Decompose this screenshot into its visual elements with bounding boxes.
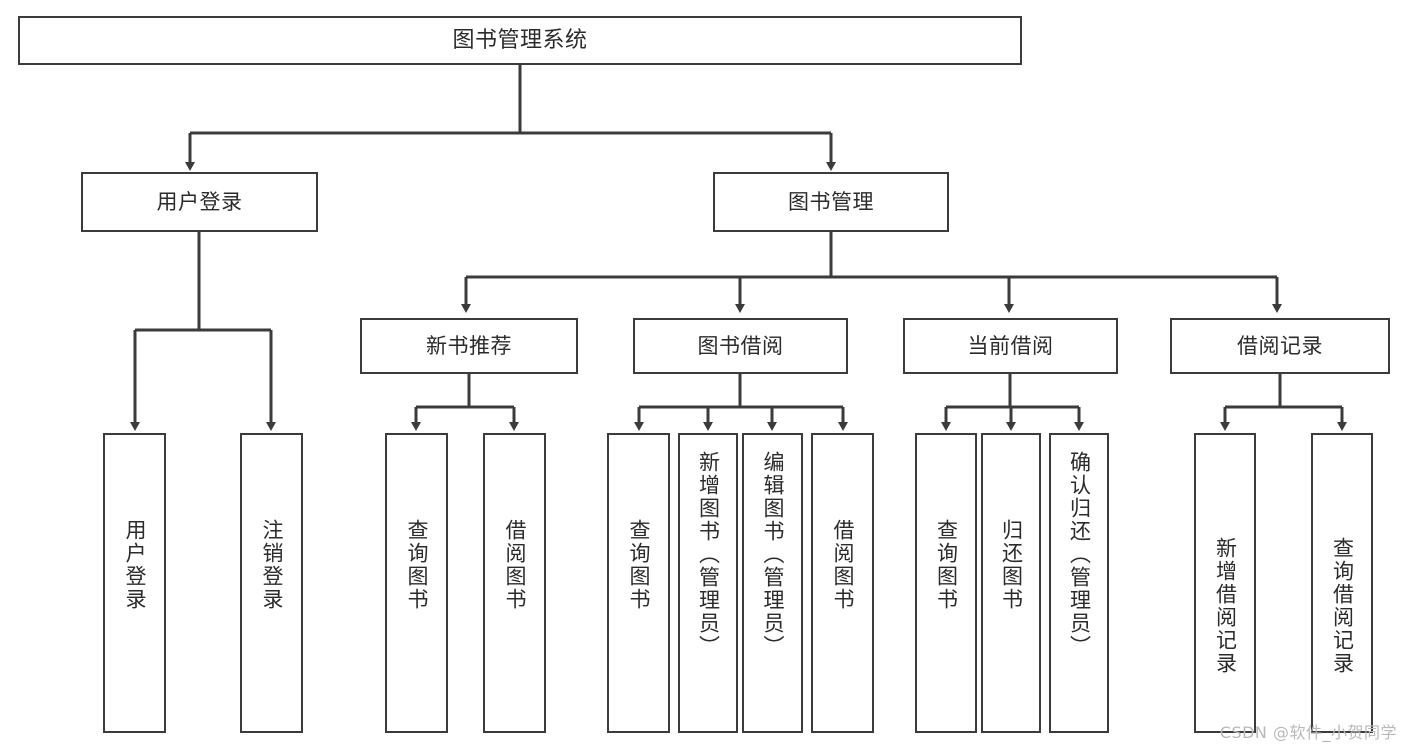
node-label: 新增借阅记录 <box>1213 537 1238 675</box>
node-leaf-return-book[interactable]: 归还图书 <box>981 433 1041 733</box>
node-label: 借阅图书 <box>503 519 527 611</box>
node-label: 图书管理 <box>788 189 874 214</box>
node-label: 用户登录 <box>156 189 243 214</box>
node-new-book-recommend[interactable]: 新书推荐 <box>360 318 578 374</box>
node-book-management[interactable]: 图书管理 <box>713 172 949 232</box>
node-leaf-edit-book[interactable]: 编辑图书（管理员） <box>742 433 803 733</box>
node-label: 确认归还（管理员） <box>1067 451 1092 658</box>
node-label: 借阅图书 <box>831 519 855 611</box>
node-borrow-record[interactable]: 借阅记录 <box>1170 318 1390 374</box>
node-label: 归还图书 <box>999 519 1024 611</box>
node-label: 新增图书（管理员） <box>696 451 721 658</box>
node-book-management-system[interactable]: 图书管理系统 <box>18 16 1022 65</box>
node-leaf-borrow-book-1[interactable]: 借阅图书 <box>483 433 546 733</box>
node-leaf-query-borrow-record[interactable]: 查询借阅记录 <box>1311 433 1373 733</box>
node-leaf-confirm-return[interactable]: 确认归还（管理员） <box>1049 433 1109 733</box>
node-leaf-borrow-book-2[interactable]: 借阅图书 <box>811 433 874 733</box>
node-leaf-logout-login[interactable]: 注销登录 <box>240 433 303 733</box>
node-label: 用户登录 <box>123 519 147 611</box>
node-label: 查询图书 <box>934 519 959 611</box>
node-label: 借阅记录 <box>1237 333 1323 358</box>
node-label: 查询图书 <box>405 519 429 611</box>
node-leaf-query-book-1[interactable]: 查询图书 <box>385 433 448 733</box>
node-leaf-add-borrow-record[interactable]: 新增借阅记录 <box>1194 433 1256 733</box>
node-user-login[interactable]: 用户登录 <box>81 172 318 232</box>
node-label: 当前借阅 <box>967 333 1054 358</box>
node-label: 查询图书 <box>627 519 651 611</box>
node-label: 查询借阅记录 <box>1330 537 1355 675</box>
node-label: 新书推荐 <box>426 333 512 358</box>
node-leaf-user-login[interactable]: 用户登录 <box>103 433 166 733</box>
watermark-text: CSDN @软件_小贺同学 <box>1219 723 1397 742</box>
node-label: 图书管理系统 <box>452 27 588 53</box>
node-leaf-query-book-3[interactable]: 查询图书 <box>915 433 977 733</box>
node-leaf-query-book-2[interactable]: 查询图书 <box>607 433 670 733</box>
node-label: 注销登录 <box>260 519 284 611</box>
node-book-borrow[interactable]: 图书借阅 <box>633 318 848 374</box>
node-label: 图书借阅 <box>697 333 784 358</box>
node-label: 编辑图书（管理员） <box>761 451 785 658</box>
node-leaf-add-book[interactable]: 新增图书（管理员） <box>678 433 738 733</box>
node-current-borrow[interactable]: 当前借阅 <box>903 318 1118 374</box>
